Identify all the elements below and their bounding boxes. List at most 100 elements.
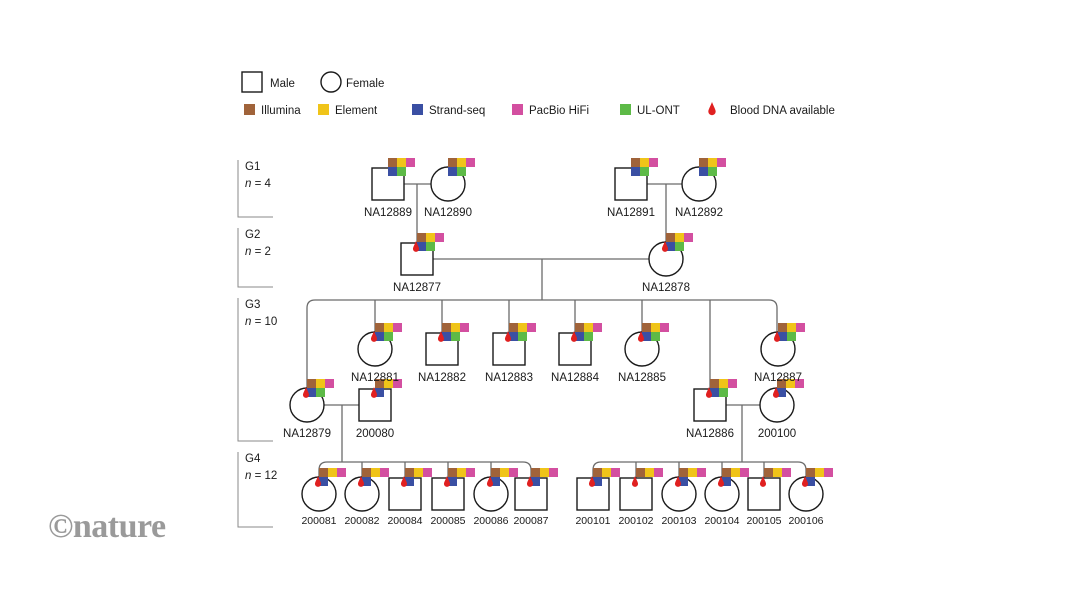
individual-id-label: NA12877: [393, 282, 441, 294]
element-icon: [457, 468, 466, 477]
pacbio-icon: [824, 468, 833, 477]
blood-drop-icon: [773, 331, 781, 342]
data-type-grid: [362, 468, 389, 486]
pacbio-icon: [393, 379, 402, 388]
legend-item-element: Element: [318, 104, 378, 117]
strandseq-icon: [642, 332, 651, 341]
ulont-icon: [384, 332, 393, 341]
blood-drop-icon: [717, 476, 725, 487]
strandseq-icon: [405, 477, 414, 486]
blood-drop-icon: [674, 476, 682, 487]
strandseq-icon: [388, 167, 397, 176]
element-icon: [651, 323, 660, 332]
blood-drop-icon: [437, 331, 445, 342]
data-type-grid: [764, 468, 791, 477]
legend-label-strandseq: Strand-seq: [429, 105, 485, 117]
individual-id-label: 200101: [575, 515, 610, 527]
illumina-icon: [778, 323, 787, 332]
pacbio-icon: [697, 468, 706, 477]
pacbio-icon: [611, 468, 620, 477]
blood-drop-icon: [357, 476, 365, 487]
strandseq-icon: [375, 388, 384, 397]
element-icon: [719, 379, 728, 388]
generation-g1: G1n = 4: [237, 160, 273, 218]
blood-drop-icon: [801, 476, 809, 487]
data-type-grid: [699, 158, 726, 176]
pacbio-icon: [435, 233, 444, 242]
element-icon: [815, 468, 824, 477]
element-swatch-icon: [318, 104, 329, 115]
legend-male-label: Male: [270, 78, 295, 90]
strandseq-icon: [666, 242, 675, 251]
ulont-icon: [426, 242, 435, 251]
data-type-grid: [636, 468, 663, 477]
legend-label-illumina: Illumina: [261, 105, 301, 117]
n-symbol: n: [245, 178, 251, 190]
illumina-icon: [631, 158, 640, 167]
data-type-grid: [448, 158, 475, 176]
element-icon: [397, 158, 406, 167]
individual-id-label: NA12881: [351, 372, 399, 384]
pacbio-icon: [509, 468, 518, 477]
data-type-grid: [575, 323, 602, 341]
blood-drop-icon: [708, 102, 716, 116]
element-icon: [602, 468, 611, 477]
blood-drop-icon: [314, 476, 322, 487]
individual-id-label: 200084: [387, 515, 422, 527]
generation-count: n = 2: [245, 246, 271, 258]
generation-count: n = 12: [245, 470, 277, 482]
illumina-icon: [448, 158, 457, 167]
ulont-icon: [316, 388, 325, 397]
ulont-icon: [675, 242, 684, 251]
blood-drop-icon: [570, 331, 578, 342]
individual-id-label: NA12878: [642, 282, 690, 294]
n-symbol: n: [245, 246, 251, 258]
strandseq-icon: [509, 332, 518, 341]
sibship-line: [592, 461, 807, 478]
individual-id-label: 200104: [704, 515, 739, 527]
pacbio-icon: [337, 468, 346, 477]
element-icon: [645, 468, 654, 477]
data-type-grid: [307, 379, 334, 397]
illumina-icon: [666, 233, 675, 242]
strandseq-icon: [778, 332, 787, 341]
data-type-grid: [710, 379, 737, 397]
count-value: = 10: [251, 316, 277, 328]
individual-id-label: 200080: [356, 428, 394, 440]
pacbio-icon: [393, 323, 402, 332]
individual-id-label: 200105: [746, 515, 781, 527]
pacbio-icon: [380, 468, 389, 477]
strandseq-icon: [319, 477, 328, 486]
illumina-icon: [722, 468, 731, 477]
individual-NA12877: NA12877: [393, 233, 444, 294]
element-icon: [414, 468, 423, 477]
legend-label-blood: Blood DNA available: [730, 105, 835, 117]
illumina-icon: [388, 158, 397, 167]
legend-item-strandseq: Strand-seq: [412, 104, 485, 117]
legend-label-ulont: UL-ONT: [637, 105, 680, 117]
illumina-icon: [531, 468, 540, 477]
illumina-icon: [777, 379, 786, 388]
data-type-grid: [631, 158, 658, 176]
element-icon: [640, 158, 649, 167]
blood-drop-icon: [661, 241, 669, 252]
pacbio-icon: [660, 323, 669, 332]
individual-id-label: 200082: [344, 515, 379, 527]
legend-item-illumina: Illumina: [244, 104, 301, 117]
ulont-icon: [584, 332, 593, 341]
pacbio-icon: [423, 468, 432, 477]
data-type-grid: [405, 468, 432, 486]
individual-id-label: 200085: [430, 515, 465, 527]
generation-label: G2: [245, 229, 260, 241]
blood-drop-icon: [759, 476, 767, 487]
blood-drop-icon: [588, 476, 596, 487]
ulont-icon: [457, 167, 466, 176]
individual-200100: 200100: [758, 379, 804, 440]
data-type-grid: [388, 158, 415, 176]
pacbio-icon: [466, 158, 475, 167]
element-icon: [708, 158, 717, 167]
individual-200104: 200104: [704, 468, 749, 527]
individual-200102: 200102: [618, 468, 663, 527]
element-icon: [328, 468, 337, 477]
